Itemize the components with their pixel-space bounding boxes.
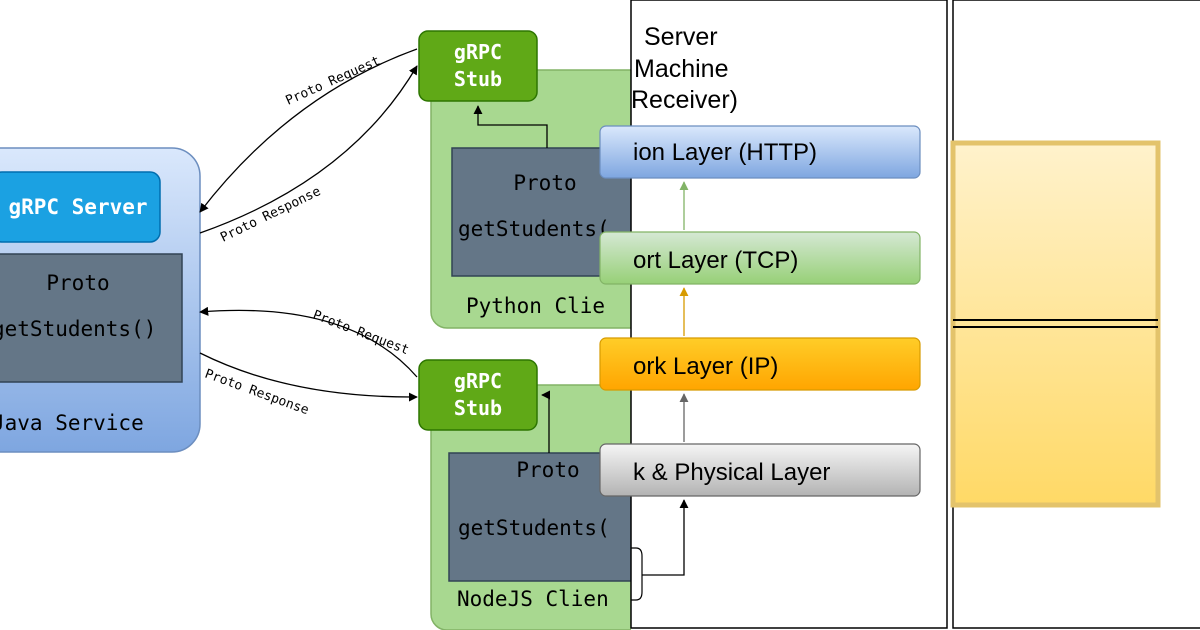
- python-proto-label: Proto: [513, 171, 576, 195]
- transport-layer-label: ort Layer (TCP): [633, 247, 798, 274]
- python-stub-line1: gRPC: [454, 40, 502, 64]
- grpc-server-label: gRPC Server: [8, 195, 147, 219]
- physical-layer-label: k & Physical Layer: [633, 459, 830, 486]
- incoming-arrow: [642, 499, 689, 576]
- server-title-line1: Server: [644, 23, 718, 51]
- grpc-server-box: [0, 171, 161, 243]
- node-proto-to-stub-connector: [541, 390, 551, 453]
- node-response-edge-label: Proto Response: [203, 367, 311, 419]
- java-service-footer: Java Service: [0, 411, 144, 435]
- physical-layer: [599, 443, 921, 497]
- server-title-line2: Machine: [634, 55, 729, 83]
- python-response-edge-label: Proto Response: [218, 184, 323, 246]
- network-layer-label: ork Layer (IP): [633, 353, 778, 380]
- yellow-block: [950, 140, 1161, 508]
- python-method-label: getStudents(: [458, 217, 610, 241]
- transport-layer: [599, 231, 921, 285]
- node-client-footer: NodeJS Clien: [457, 587, 609, 611]
- node-response-edge: [199, 352, 418, 402]
- server-title-line3: Receiver): [631, 86, 738, 114]
- node-stub-line2: Stub: [454, 396, 502, 420]
- left-panel: gRPC Server Proto getStudents() Java Ser…: [0, 30, 631, 630]
- node-method-label: getStudents(: [458, 516, 610, 540]
- network-layer: [599, 337, 921, 391]
- java-proto-label: Proto: [46, 271, 109, 295]
- right-panel: [950, 0, 1200, 629]
- python-stub-line2: Stub: [454, 67, 502, 91]
- node-request-edge: [199, 306, 418, 378]
- python-client-footer: Python Clie: [466, 294, 605, 318]
- java-proto-box: [0, 253, 183, 383]
- python-request-edge-label: Proto Request: [284, 54, 383, 109]
- incoming-bracket: [631, 547, 643, 601]
- application-layer-label: ion Layer (HTTP): [633, 139, 817, 166]
- node-proto-label: Proto: [516, 458, 579, 482]
- python-grpc-stub: [418, 30, 538, 102]
- application-layer: [599, 125, 921, 179]
- node-grpc-stub: [418, 359, 538, 431]
- python-response-edge: [199, 65, 418, 234]
- node-request-edge-label: Proto Request: [311, 308, 411, 358]
- python-proto-to-stub-connector: [473, 105, 548, 148]
- middle-panel: Server Machine Receiver) ion Layer (HTTP…: [599, 0, 948, 629]
- java-method-label: getStudents(): [0, 317, 156, 341]
- node-stub-line1: gRPC: [454, 369, 502, 393]
- python-request-edge: [199, 48, 418, 213]
